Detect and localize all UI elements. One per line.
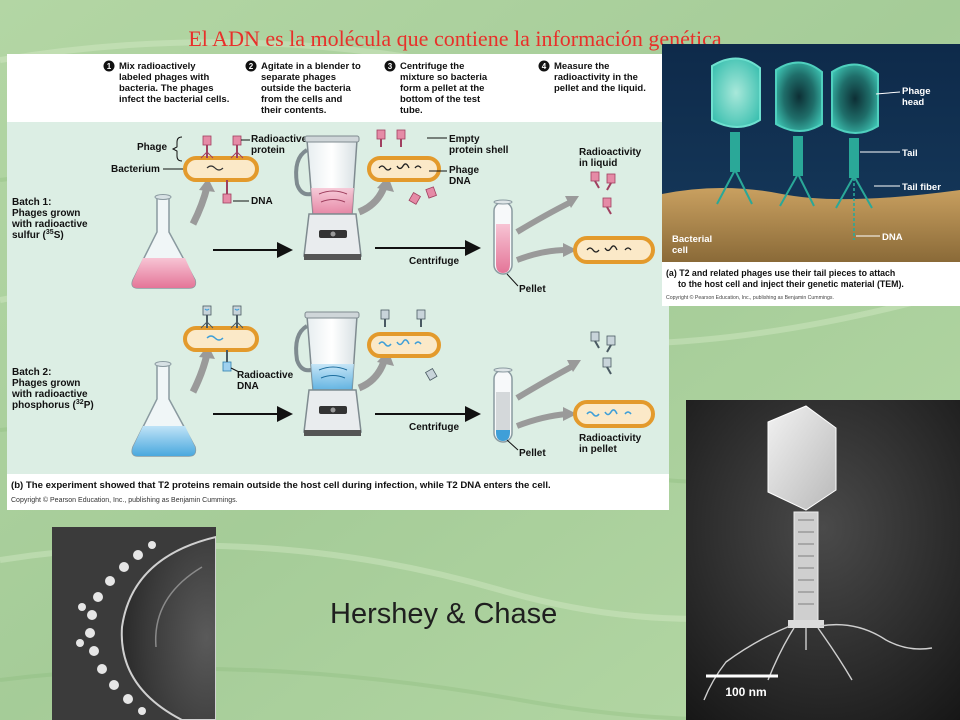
micrograph-b: 100 nm [686, 400, 960, 720]
label-phage-dna: Phage DNA [449, 165, 482, 187]
micrograph-a-caption: (a) T2 and related phages use their tail… [666, 268, 904, 289]
step-1-number: 1 [107, 62, 112, 71]
label-empty-shell: Empty protein shell [449, 134, 509, 156]
label-dna-batch-1: DNA [251, 196, 273, 207]
svg-text:Batch 1: Phages grown: Batch 1: Phages grown with radioactive s… [11, 197, 90, 241]
phage-blue-3 [222, 350, 232, 372]
label-radioactive-dna: Radioactive DNA [237, 370, 296, 392]
phage-pink-3 [222, 180, 232, 204]
label-result-1: Radioactivity in liquid [579, 147, 644, 169]
micrograph-a: Phage head Tail Tail fiber DNA Bacterial… [662, 44, 960, 306]
flask-batch-1 [131, 194, 197, 289]
attached-phages-c [76, 541, 156, 715]
phage-blue-2 [230, 305, 244, 329]
bacterium-batch-2 [183, 326, 259, 352]
curved-arrow-tube-up-1 [515, 199, 573, 235]
experiment-diagram: 1 Mix radioactively labeled phages with … [7, 54, 669, 510]
label-bacterium: Bacterium [111, 164, 160, 175]
bacterium-batch-1 [183, 156, 259, 182]
bacterium-result-2 [573, 400, 655, 428]
label-bacterial-cell: Bacterial cell [672, 234, 715, 256]
phage-tail-gray [788, 511, 824, 628]
step-3: 3 Centrifuge the mixture so bacteria for… [384, 60, 490, 116]
slide-caption: Hershey & Chase [330, 598, 558, 630]
label-pellet-2: Pellet [519, 448, 546, 459]
test-tube-batch-2 [493, 367, 513, 443]
test-tube-batch-1 [493, 199, 513, 275]
label-result-2: Radioactivity in pellet [579, 433, 644, 455]
bacterium-phage-dna-1 [367, 156, 441, 182]
step-2: 2 Agitate in a blender to separate phage… [245, 60, 363, 116]
label-pellet-1: Pellet [519, 284, 546, 295]
curved-arrow-tube-up-2 [515, 363, 575, 401]
curved-arrow-tube-right-1 [515, 247, 568, 263]
svg-text:Agitate in a blender to: Agitate in a blender to separate phages … [261, 61, 363, 116]
blender-batch-1 [294, 135, 362, 260]
bacterium-result-1 [573, 236, 655, 264]
phage-tem-2 [775, 61, 823, 207]
step-3-number: 3 [388, 62, 393, 71]
empty-shells-batch-2 [380, 309, 438, 381]
batch-1-label: Batch 1: Phages grown with radioactive s… [11, 197, 90, 241]
step-2-number: 2 [249, 62, 254, 71]
micrograph-c [52, 527, 216, 720]
phage-tem-1 [711, 57, 761, 205]
blender-batch-2 [294, 311, 362, 436]
copyright-diagram: Copyright © Pearson Education, Inc., pub… [11, 496, 238, 504]
step-4-number: 4 [542, 62, 547, 71]
phage-pink-1 [200, 135, 214, 159]
flask-batch-2 [131, 361, 197, 457]
cell-membrane-c [120, 535, 216, 720]
slide-title: El ADN es la molécula que contiene la in… [188, 26, 722, 51]
step-4: 4 Measure the radioactivity in the pelle… [538, 60, 646, 94]
scale-bar-label: 100 nm [725, 685, 766, 699]
svg-text:Centrifuge the mixture: Centrifuge the mixture so bacteria form … [400, 61, 490, 116]
shells-in-liquid [590, 171, 616, 215]
svg-text:Mix radioactively labe: Mix radioactively labeled phages with ba… [119, 61, 229, 105]
label-tail: Tail [902, 148, 918, 159]
label-dna-tem: DNA [882, 232, 903, 243]
label-radioactive-protein: Radioactive protein [251, 134, 310, 156]
svg-text:Measure the radioactiv: Measure the radioactivity in the pellet … [554, 61, 646, 94]
label-tail-fiber: Tail fiber [902, 182, 941, 193]
micrograph-a-copyright: Copyright © Pearson Education, Inc., pub… [666, 294, 834, 301]
bacterium-phage-dna-2 [367, 332, 441, 358]
step-1: 1 Mix radioactively labeled phages with … [103, 60, 229, 105]
label-centrifuge-2: Centrifuge [409, 422, 459, 433]
empty-shells-top [376, 129, 406, 147]
phage-blue-1 [200, 305, 214, 329]
conclusion-text: (b) The experiment showed that T2 protei… [11, 480, 551, 491]
empty-shells-bottom [408, 186, 437, 205]
shells-gray-result [590, 331, 616, 375]
phage-tem-3 [831, 63, 879, 240]
label-phage-head: Phage head [902, 86, 933, 108]
phage-pink-2 [230, 135, 244, 159]
curved-arrow-tube-right-2 [515, 411, 568, 429]
svg-text:Batch 2: Phages grown: Batch 2: Phages grown with radioactive p… [11, 367, 94, 411]
phage-head-gray [767, 405, 837, 511]
label-centrifuge-1: Centrifuge [409, 256, 459, 267]
label-phage: Phage [137, 142, 167, 153]
batch-2-label: Batch 2: Phages grown with radioactive p… [11, 367, 94, 411]
bacterial-cell-surface [662, 188, 960, 262]
